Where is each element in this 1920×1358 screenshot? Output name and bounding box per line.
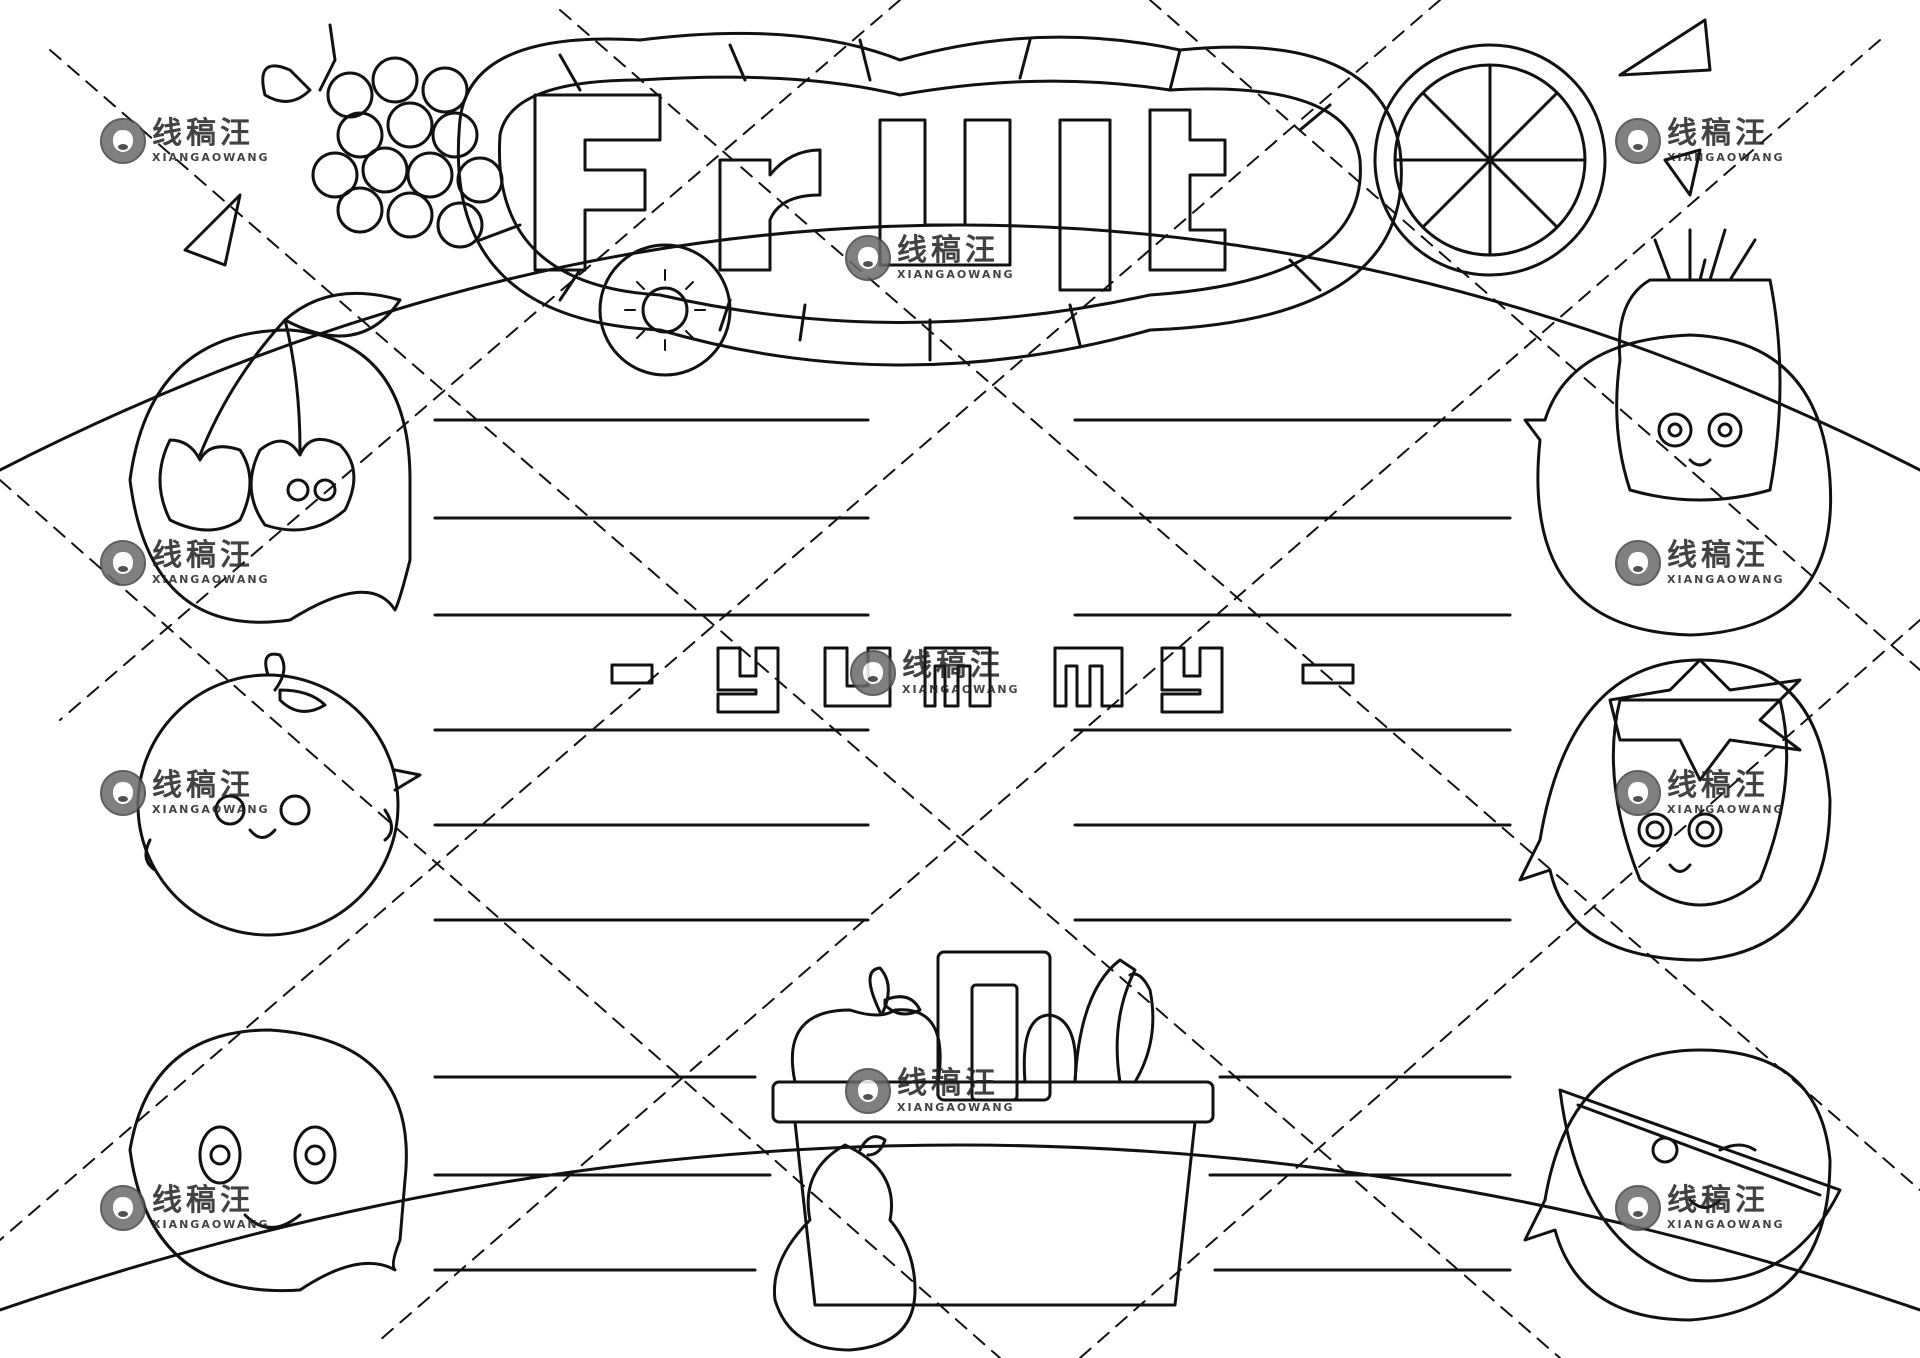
dog-logo-icon: [100, 540, 146, 586]
fruit-basket-icon: [771, 950, 1215, 1307]
title-banner: [456, 31, 1403, 367]
pineapple-icon: [1523, 228, 1833, 637]
watermark-cn: 线稿汪: [897, 1066, 999, 1101]
dog-logo-icon: [1615, 1185, 1661, 1231]
watermark-cn: 线稿汪: [152, 768, 254, 803]
writing-lines: [433, 418, 1512, 1272]
orange-slice-icon: [1373, 43, 1607, 277]
watermark-cn: 线稿汪: [1667, 116, 1769, 151]
watermark-en: XIANGAOWANG: [1667, 573, 1785, 586]
watermark-en: XIANGAOWANG: [152, 1218, 270, 1231]
dog-logo-icon: [845, 1068, 891, 1114]
watermark-cn: 线稿汪: [1667, 538, 1769, 573]
watermelon-icon: [1523, 1048, 1842, 1322]
dog-logo-icon: [845, 235, 891, 281]
cherry-icon: [128, 291, 412, 624]
triangle-decoration-left: [183, 193, 242, 267]
dog-logo-icon: [100, 118, 146, 164]
watermark-en: XIANGAOWANG: [902, 683, 1020, 696]
kiwi-icon: [598, 243, 732, 377]
watermark-en: XIANGAOWANG: [897, 268, 1015, 281]
dog-logo-icon: [100, 1185, 146, 1231]
watermark-en: XIANGAOWANG: [1667, 803, 1785, 816]
subtitle-letters-outline: [610, 646, 1355, 714]
watermark-en: XIANGAOWANG: [152, 151, 270, 164]
watermark-cn: 线稿汪: [902, 648, 1004, 683]
watermark-en: XIANGAOWANG: [1667, 151, 1785, 164]
watermark-cn: 线稿汪: [897, 233, 999, 268]
pear-icon: [772, 1135, 917, 1352]
banana-icon: [1022, 958, 1155, 1084]
dog-logo-icon: [1615, 770, 1661, 816]
apple-icon: [790, 966, 942, 1084]
dog-logo-icon: [850, 650, 896, 696]
grapes-icon: [261, 23, 504, 249]
watermark-en: XIANGAOWANG: [152, 803, 270, 816]
triangle-decoration-right: [1618, 18, 1712, 77]
dog-logo-icon: [1615, 118, 1661, 164]
watermark-en: XIANGAOWANG: [1667, 1218, 1785, 1231]
dog-logo-icon: [1615, 540, 1661, 586]
lemon-icon: [128, 1028, 408, 1293]
watermark-cn: 线稿汪: [152, 538, 254, 573]
watermark-en: XIANGAOWANG: [897, 1101, 1015, 1114]
triangle-decoration-mid: [1663, 148, 1702, 197]
watermark-en: XIANGAOWANG: [152, 573, 270, 586]
dog-logo-icon: [100, 770, 146, 816]
strawberry-icon: [1518, 658, 1832, 962]
watermark-cn: 线稿汪: [152, 116, 254, 151]
watermark-cn: 线稿汪: [1667, 768, 1769, 803]
watermark-cn: 线稿汪: [1667, 1183, 1769, 1218]
watermark-cn: 线稿汪: [152, 1183, 254, 1218]
title-letters-outline: [533, 93, 1227, 292]
